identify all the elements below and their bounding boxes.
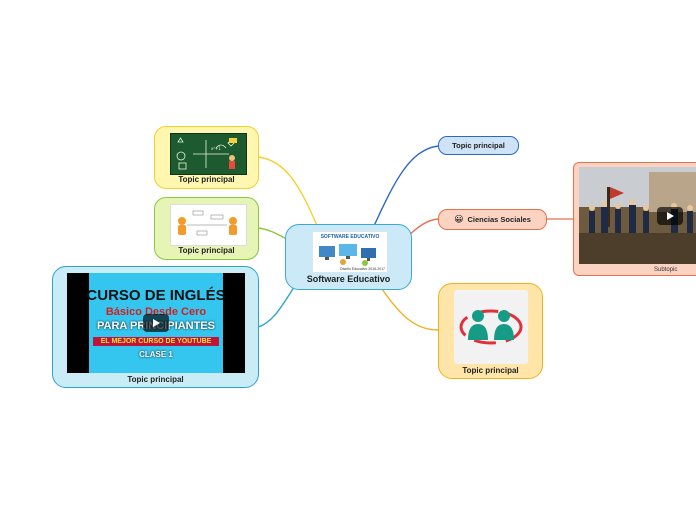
topic-ciencias-label: Ciencias Sociales: [467, 215, 531, 224]
math-blackboard-image: x²+1: [170, 133, 247, 175]
video-title-line4: EL MEJOR CURSO DE YOUTUBE: [93, 337, 219, 346]
software-educativo-image: SOFTWARE EDUCATIVO Diseño Educativo 2016…: [312, 231, 388, 273]
image-caption: SOFTWARE EDUCATIVO: [320, 234, 380, 240]
computers-icon: [319, 244, 376, 266]
link-ciencias: [407, 218, 439, 237]
smiley-emoji-icon: 😀: [454, 214, 464, 225]
video-title-line1: CURSO DE INGLÉS: [86, 287, 226, 304]
image-footer: Diseño Educativo 2016-2017: [340, 267, 385, 271]
topic-video[interactable]: CURSO DE INGLÉS Básico Desde Cero PARA P…: [52, 266, 259, 388]
topic-math[interactable]: x²+1 Topic principal: [154, 126, 259, 189]
history-painting-image[interactable]: [579, 167, 696, 264]
topic-concept-label: Topic principal: [178, 246, 235, 255]
topic-concept[interactable]: Topic principal: [154, 197, 259, 260]
topic-right[interactable]: Topic principal: [438, 136, 519, 155]
english-course-video[interactable]: CURSO DE INGLÉS Básico Desde Cero PARA P…: [67, 273, 245, 373]
two-people-icon: [454, 290, 528, 364]
play-button-icon[interactable]: [143, 314, 169, 332]
video-title-line2: Básico Desde Cero: [105, 306, 207, 318]
subtopic-history[interactable]: Subtopic: [573, 162, 696, 276]
central-topic[interactable]: SOFTWARE EDUCATIVO Diseño Educativo 2016…: [285, 224, 412, 290]
topic-people-label: Topic principal: [462, 366, 519, 375]
link-people: [381, 288, 439, 331]
central-title: Software Educativo: [306, 274, 391, 284]
topic-ciencias-sociales[interactable]: 😀 Ciencias Sociales: [438, 209, 547, 230]
play-button-icon[interactable]: [657, 207, 683, 225]
svg-text:x²+1: x²+1: [211, 146, 221, 151]
topic-math-label: Topic principal: [178, 175, 235, 184]
link-topic-right: [373, 145, 439, 227]
topic-right-label: Topic principal: [452, 141, 505, 150]
video-title-line5: CLASE 1: [139, 350, 173, 359]
topic-video-label: Topic principal: [127, 375, 184, 384]
subtopic-label: Subtopic: [654, 267, 678, 273]
topic-people[interactable]: Topic principal: [438, 283, 543, 379]
link-math: [257, 156, 319, 229]
concept-diagram-image: [170, 204, 247, 246]
